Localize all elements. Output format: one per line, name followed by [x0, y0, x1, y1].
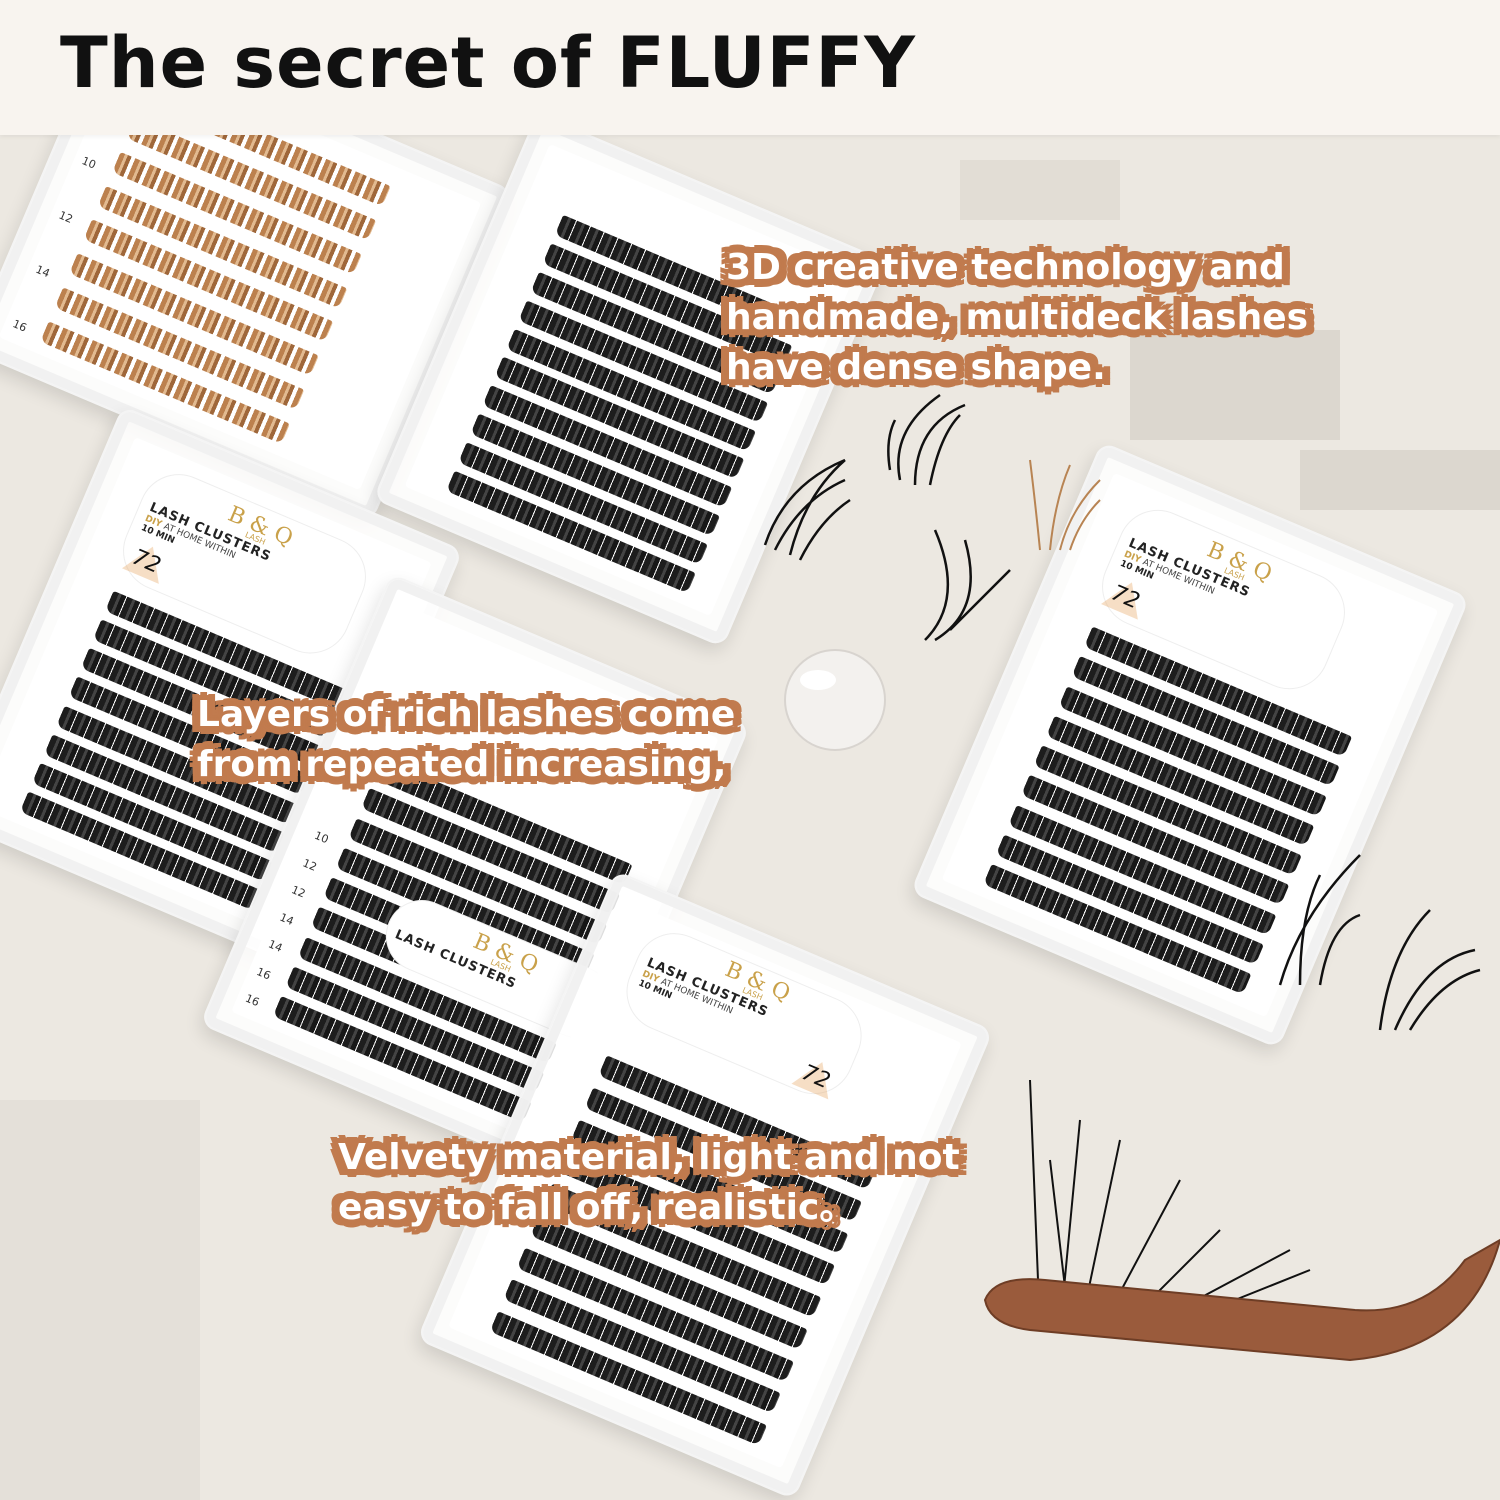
background-step: [1130, 330, 1340, 440]
glass-ball: [784, 649, 886, 751]
brown-lash-cluster: [1029, 459, 1101, 551]
header-banner: The secret of FLUFFY: [0, 0, 1500, 135]
page-title: The secret of FLUFFY: [60, 22, 916, 104]
loose-lash-clusters: [763, 393, 1481, 1031]
background-step: [0, 1100, 200, 1500]
background-step: [1300, 450, 1500, 510]
background-step: [960, 160, 1120, 220]
